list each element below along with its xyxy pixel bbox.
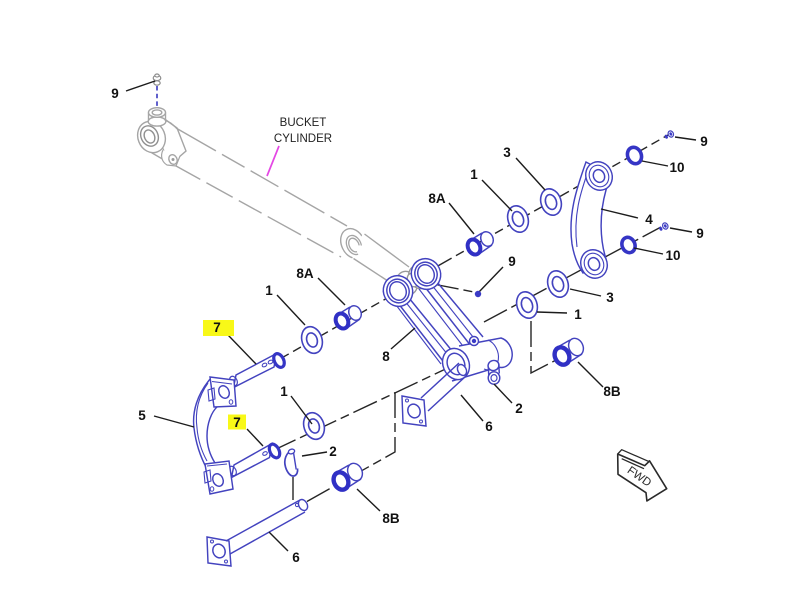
svg-text:2: 2: [515, 401, 523, 416]
svg-text:9: 9: [111, 86, 119, 101]
svg-text:3: 3: [606, 290, 614, 305]
svg-text:9: 9: [508, 254, 516, 269]
svg-text:5: 5: [138, 408, 146, 423]
svg-text:7: 7: [233, 415, 241, 430]
svg-text:CYLINDER: CYLINDER: [274, 133, 332, 145]
svg-text:8A: 8A: [428, 191, 446, 206]
svg-text:3: 3: [503, 145, 511, 160]
svg-text:6: 6: [485, 419, 493, 434]
svg-text:4: 4: [645, 212, 653, 227]
svg-text:9: 9: [696, 226, 704, 241]
svg-text:8B: 8B: [382, 511, 400, 526]
svg-text:1: 1: [265, 283, 273, 298]
svg-text:10: 10: [669, 160, 684, 175]
svg-text:8B: 8B: [603, 384, 621, 399]
svg-text:1: 1: [470, 167, 478, 182]
svg-text:7: 7: [213, 320, 221, 335]
svg-text:10: 10: [665, 248, 680, 263]
svg-text:1: 1: [574, 307, 582, 322]
svg-text:9: 9: [700, 134, 708, 149]
svg-text:1: 1: [280, 384, 288, 399]
svg-text:BUCKET: BUCKET: [280, 117, 327, 129]
svg-text:6: 6: [292, 550, 300, 565]
svg-text:8A: 8A: [296, 266, 314, 281]
svg-text:8: 8: [382, 349, 390, 364]
svg-text:2: 2: [329, 444, 337, 459]
